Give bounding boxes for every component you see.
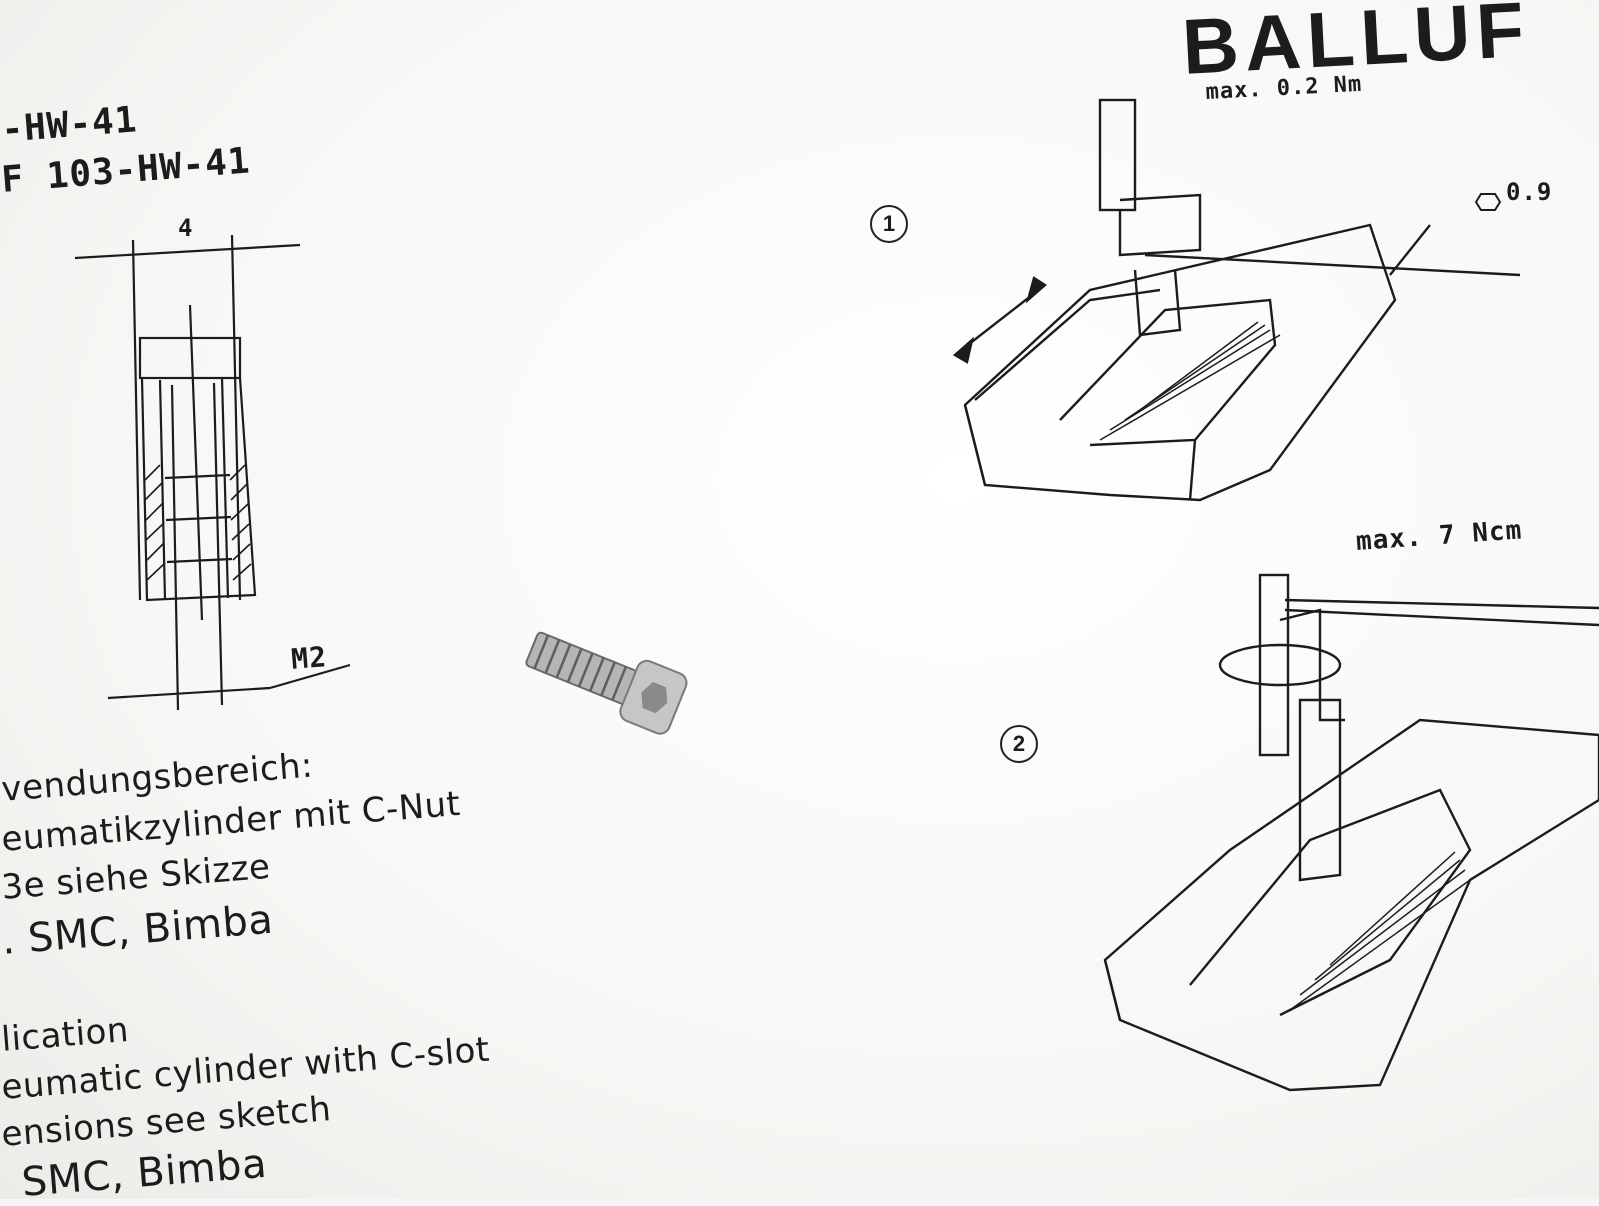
installation-sketch-2 — [1103, 573, 1599, 1092]
screw-photo — [525, 631, 688, 735]
step-2-marker: 2 — [1000, 725, 1038, 763]
sketch-2-hatching — [1289, 851, 1471, 1011]
hatching — [144, 464, 252, 581]
dimension-width: 4 — [178, 214, 194, 242]
bolt-section-drawing — [74, 234, 351, 711]
hex-size-label: 0.9 — [1506, 178, 1553, 206]
installation-sketch-1 — [952, 98, 1521, 502]
sketch-1-hatching — [1099, 321, 1281, 441]
step-1-marker: 1 — [870, 205, 908, 243]
hexagon-icon — [1475, 192, 1501, 212]
dimension-thread: M2 — [290, 640, 329, 676]
